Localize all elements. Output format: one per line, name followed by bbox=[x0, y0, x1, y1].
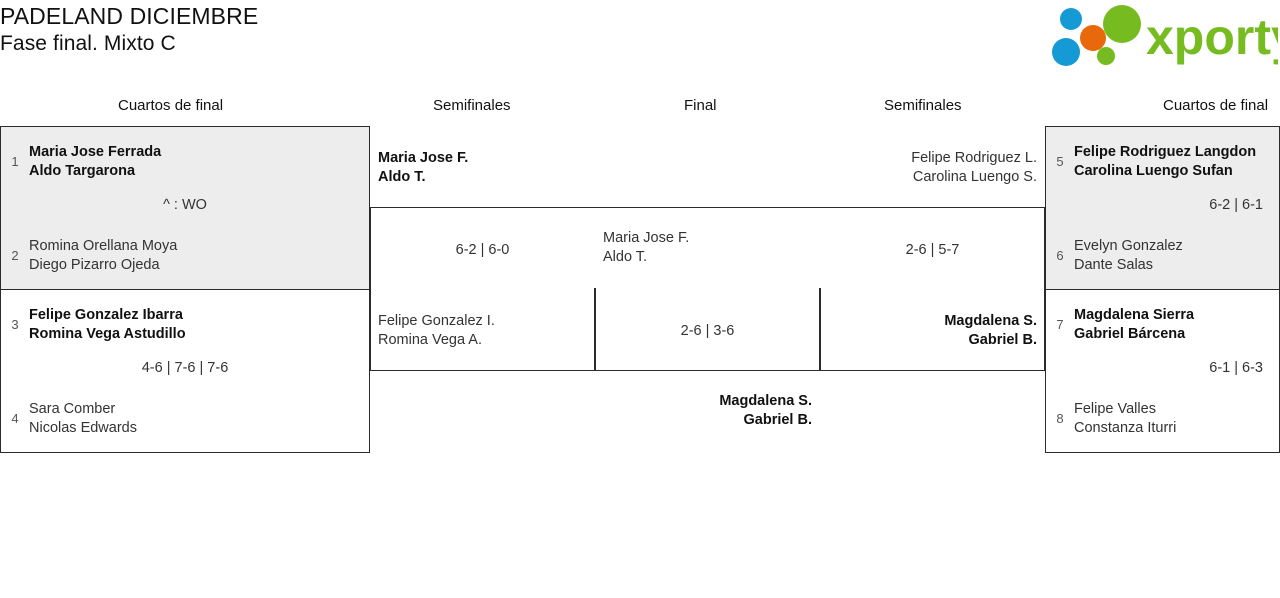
round-header-semifinals-left: Semifinales bbox=[433, 97, 511, 114]
team-slot-seed-4[interactable]: 4 Sara Comber Nicolas Edwards bbox=[1, 394, 369, 444]
player-name: Romina Orellana Moya bbox=[29, 238, 178, 254]
connector-gap-mask bbox=[818, 208, 821, 288]
team-names: Felipe Gonzalez Ibarra Romina Vega Astud… bbox=[29, 306, 186, 344]
team-slot-seed-7[interactable]: 7 Magdalena Sierra Gabriel Bárcena bbox=[1046, 300, 1279, 350]
seed-number: 6 bbox=[1056, 248, 1064, 263]
player-name: Nicolas Edwards bbox=[29, 420, 137, 436]
match-final[interactable]: Maria Jose F. Aldo T. 2-6 | 3-6 Magdalen… bbox=[595, 207, 820, 428]
player-name: Aldo Targarona bbox=[29, 163, 136, 179]
match-score: 6-2 | 6-1 bbox=[1209, 197, 1263, 213]
player-name: Romina Vega A. bbox=[378, 332, 482, 348]
match-score: 2-6 | 3-6 bbox=[680, 323, 735, 339]
player-name: Dante Salas bbox=[1074, 257, 1153, 273]
xporty-logo[interactable]: xporty bbox=[1046, 4, 1278, 66]
player-name: Carolina Luengo S. bbox=[912, 169, 1037, 185]
team-names: Felipe Rodriguez Langdon Carolina Luengo… bbox=[1074, 143, 1256, 181]
match-semifinal-left[interactable]: Maria Jose F. Aldo T. 6-2 | 6-0 Felipe G… bbox=[370, 150, 595, 371]
team-names-champion: Magdalena S. Gabriel B. bbox=[719, 392, 812, 430]
team-names: Evelyn Gonzalez Dante Salas bbox=[1074, 237, 1183, 275]
player-name: Magdalena Sierra bbox=[1074, 307, 1195, 323]
seed-number: 5 bbox=[1056, 154, 1064, 169]
player-name: Maria Jose Ferrada bbox=[29, 144, 162, 160]
player-name: Sara Comber bbox=[29, 401, 116, 417]
team-names: Felipe Gonzalez I. Romina Vega A. bbox=[378, 312, 495, 350]
team-names: Maria Jose F. Aldo T. bbox=[378, 149, 468, 187]
team-slot-seed-2[interactable]: 2 Romina Orellana Moya Diego Pizarro Oje… bbox=[1, 231, 369, 281]
match-frame bbox=[595, 207, 820, 371]
team-slot-seed-1[interactable]: 1 Maria Jose Ferrada Aldo Targarona bbox=[1, 137, 369, 187]
match-quarterfinal-1[interactable]: 1 Maria Jose Ferrada Aldo Targarona ^ : … bbox=[0, 126, 370, 290]
player-name: Felipe Rodriguez L. bbox=[911, 150, 1037, 166]
tournament-name: PADELAND DICIEMBRE bbox=[0, 3, 259, 29]
seed-number: 7 bbox=[1056, 317, 1064, 332]
player-name: Aldo T. bbox=[378, 169, 426, 185]
team-names: Sara Comber Nicolas Edwards bbox=[29, 400, 137, 438]
team-names: Maria Jose Ferrada Aldo Targarona bbox=[29, 143, 161, 181]
player-name: Gabriel Bárcena bbox=[1074, 326, 1186, 342]
player-name: Magdalena S. bbox=[719, 393, 812, 409]
match-frame bbox=[820, 207, 1045, 371]
seed-number: 3 bbox=[11, 317, 19, 332]
round-header-quarterfinals-right: Cuartos de final bbox=[1163, 97, 1269, 114]
player-name: Felipe Valles bbox=[1074, 401, 1156, 417]
page-title: PADELAND DICIEMBRE Fase final. Mixto C bbox=[0, 2, 258, 58]
seed-number: 4 bbox=[11, 411, 19, 426]
team-slot-seed-5[interactable]: 5 Felipe Rodriguez Langdon Carolina Luen… bbox=[1046, 137, 1279, 187]
match-score: 2-6 | 5-7 bbox=[905, 242, 960, 258]
match-semifinal-right[interactable]: Felipe Rodriguez L. Carolina Luengo S. 2… bbox=[820, 150, 1045, 371]
seed-number: 8 bbox=[1056, 411, 1064, 426]
logo-dot-orange bbox=[1080, 25, 1106, 51]
team-names: Romina Orellana Moya Diego Pizarro Ojeda bbox=[29, 237, 177, 275]
match-quarterfinal-4[interactable]: 7 Magdalena Sierra Gabriel Bárcena 6-1 |… bbox=[1045, 289, 1280, 453]
tournament-phase: Fase final. Mixto C bbox=[0, 32, 176, 55]
player-name: Maria Jose F. bbox=[378, 150, 469, 166]
team-names: Felipe Rodriguez L. Carolina Luengo S. bbox=[911, 149, 1037, 187]
logo-dot-green-large bbox=[1103, 5, 1141, 43]
player-name: Aldo T. bbox=[603, 249, 648, 265]
player-name: Maria Jose F. bbox=[603, 230, 690, 246]
seed-number: 1 bbox=[11, 154, 19, 169]
team-names: Felipe Valles Constanza Iturri bbox=[1074, 400, 1176, 438]
player-name: Romina Vega Astudillo bbox=[29, 326, 186, 342]
match-score: 4-6 | 7-6 | 7-6 bbox=[141, 360, 229, 376]
player-name: Diego Pizarro Ojeda bbox=[29, 257, 160, 273]
player-name: Felipe Gonzalez I. bbox=[378, 313, 495, 329]
player-name: Felipe Gonzalez Ibarra bbox=[29, 307, 183, 323]
player-name: Magdalena S. bbox=[944, 313, 1037, 329]
player-name: Constanza Iturri bbox=[1074, 420, 1177, 436]
logo-dot-green-small bbox=[1097, 47, 1115, 65]
team-slot-seed-3[interactable]: 3 Felipe Gonzalez Ibarra Romina Vega Ast… bbox=[1, 300, 369, 350]
match-score: 6-2 | 6-0 bbox=[455, 242, 510, 258]
seed-number: 2 bbox=[11, 248, 19, 263]
player-name: Gabriel B. bbox=[968, 332, 1038, 348]
player-name: Evelyn Gonzalez bbox=[1074, 238, 1183, 254]
team-names: Magdalena S. Gabriel B. bbox=[944, 312, 1037, 350]
team-slot-seed-8[interactable]: 8 Felipe Valles Constanza Iturri bbox=[1046, 394, 1279, 444]
round-header-semifinals-right: Semifinales bbox=[884, 97, 962, 114]
player-name: Felipe Rodriguez Langdon bbox=[1074, 144, 1257, 160]
xporty-logo-icon: xporty bbox=[1052, 5, 1278, 66]
match-score: 6-1 | 6-3 bbox=[1209, 360, 1263, 376]
player-name: Carolina Luengo Sufan bbox=[1074, 163, 1233, 179]
round-header-final: Final bbox=[684, 97, 717, 114]
match-frame bbox=[370, 207, 595, 371]
match-quarterfinal-3[interactable]: 5 Felipe Rodriguez Langdon Carolina Luen… bbox=[1045, 126, 1280, 290]
logo-wordmark: xporty bbox=[1146, 9, 1278, 65]
team-names: Maria Jose F. Aldo T. bbox=[603, 229, 689, 267]
match-quarterfinal-2[interactable]: 3 Felipe Gonzalez Ibarra Romina Vega Ast… bbox=[0, 289, 370, 453]
player-name: Gabriel B. bbox=[743, 412, 813, 428]
team-slot-seed-6[interactable]: 6 Evelyn Gonzalez Dante Salas bbox=[1046, 231, 1279, 281]
match-score: ^ : WO bbox=[163, 197, 207, 213]
connector-gap-mask bbox=[594, 208, 597, 288]
logo-dot-blue-small bbox=[1060, 8, 1082, 30]
round-header-quarterfinals-left: Cuartos de final bbox=[118, 97, 224, 114]
team-names: Magdalena Sierra Gabriel Bárcena bbox=[1074, 306, 1194, 344]
logo-dot-blue-large bbox=[1052, 38, 1080, 66]
